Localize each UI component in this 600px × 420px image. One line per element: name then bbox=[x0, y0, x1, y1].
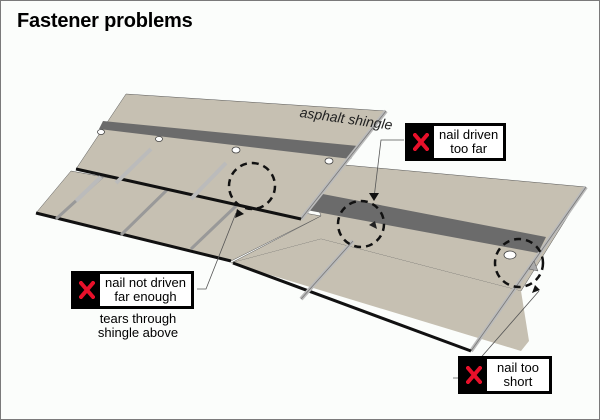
callout-text-line2: far enough bbox=[114, 289, 177, 304]
callout-nail-too-short: nail too short bbox=[458, 356, 552, 394]
page-title: Fastener problems bbox=[17, 10, 193, 32]
callout-text-line1: nail not driven bbox=[105, 275, 186, 290]
callout-nail-not-driven-far-enough: nail not driven far enough bbox=[71, 271, 194, 309]
callout-nail-driven-too-far: nail driven too far bbox=[405, 123, 507, 161]
upper-course-shingle bbox=[74, 93, 388, 221]
leader-arrowheads bbox=[235, 193, 540, 293]
adhesive-strip-right bbox=[301, 191, 546, 253]
note-line2: shingle above bbox=[97, 325, 179, 340]
red-x-icon bbox=[408, 133, 434, 151]
callout-text-line2: too far bbox=[450, 141, 488, 156]
problem-highlights bbox=[227, 161, 545, 289]
callout-text-line1: nail driven bbox=[439, 127, 499, 142]
red-x-icon bbox=[74, 281, 100, 299]
note-line1: tears through bbox=[99, 311, 177, 326]
red-x-icon bbox=[461, 366, 487, 384]
adhesive-strip-upper bbox=[99, 121, 358, 159]
callout-text-line1: nail too bbox=[497, 360, 539, 375]
callout-text-line2: short bbox=[503, 374, 533, 389]
highlight-too-short bbox=[493, 237, 545, 289]
nail-heads bbox=[97, 129, 539, 272]
highlight-not-far-enough bbox=[227, 161, 277, 211]
highlight-too-far bbox=[336, 199, 386, 249]
tears-through-note: tears through shingle above bbox=[85, 312, 191, 340]
